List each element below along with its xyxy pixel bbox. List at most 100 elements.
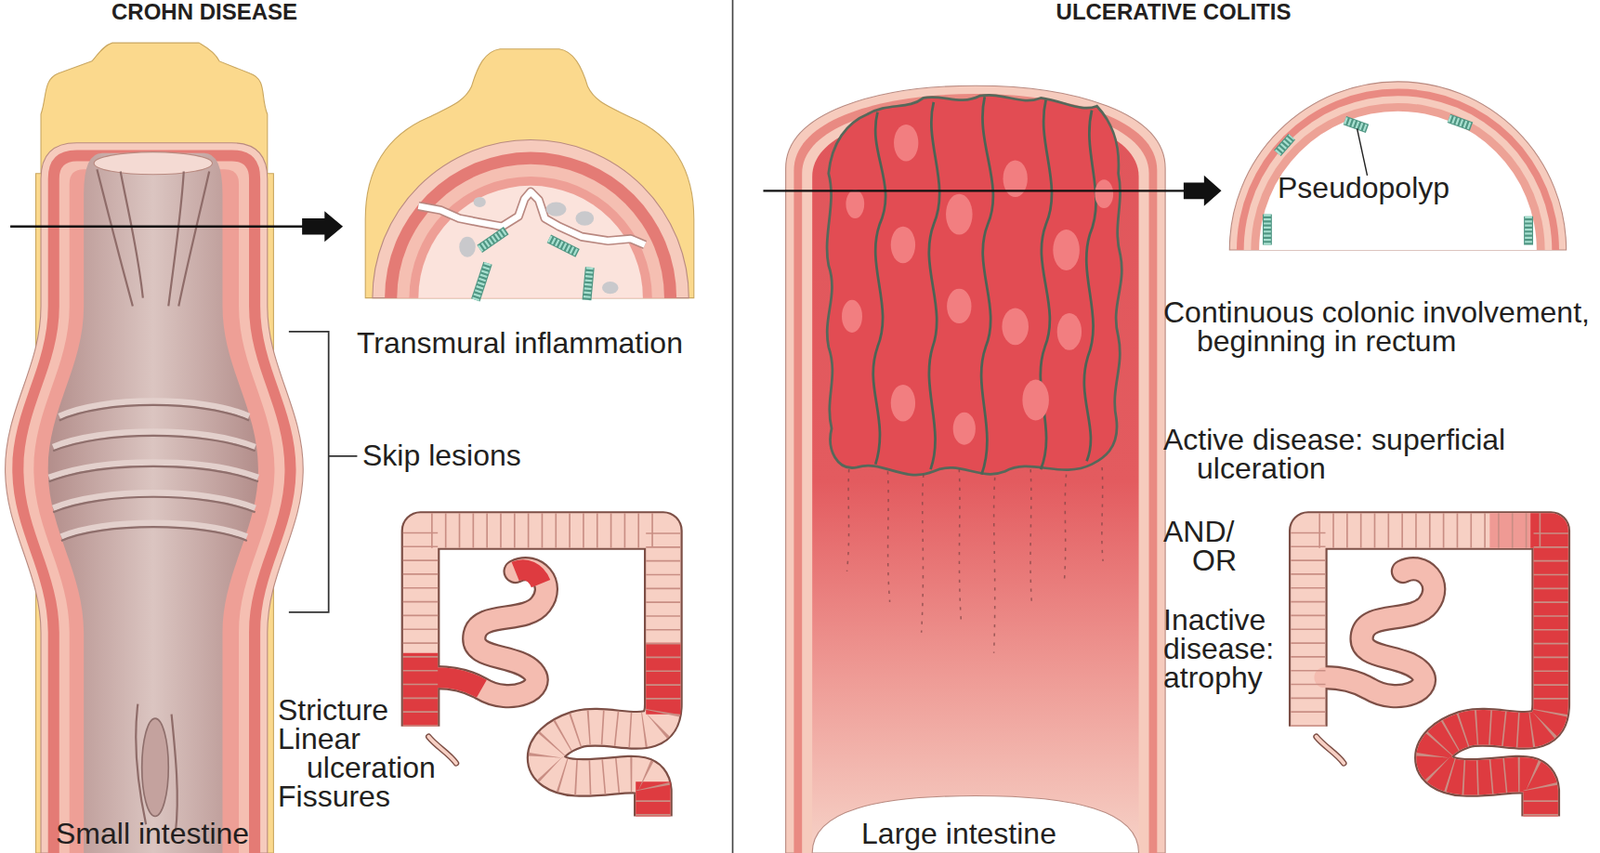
pseudopolyp: [891, 384, 916, 422]
pseudopolyp: [1094, 179, 1114, 209]
fissure-ulcer: [142, 718, 170, 816]
mucosal-fold: [52, 497, 255, 512]
panel-heading: CROHN DISEASE: [65, 0, 344, 25]
mucosal-fold: [61, 526, 248, 541]
mucosal-fold: [52, 492, 255, 508]
mucosal-streak: [958, 469, 961, 623]
muscularis-layer: [1236, 89, 1560, 250]
muscularis-layer: [12, 149, 296, 853]
feature-label: Pseudopolyp: [1277, 173, 1450, 203]
linear-ulcer: [96, 169, 132, 306]
streak-group: [847, 467, 1104, 654]
description-note: Active disease: superficial ulceration: [1163, 425, 1518, 484]
mucosal-fold: [59, 405, 250, 420]
serosa-layer: [786, 85, 1166, 853]
panel-divider: [732, 0, 735, 853]
fissure-line: [171, 714, 178, 832]
inflamed-mucosa: [826, 94, 1122, 475]
pseudopolyp-group: [841, 124, 1114, 446]
fissure: [418, 191, 645, 245]
pseudopolyp-coil: [1448, 118, 1471, 127]
description-note: Continuous colonic involvement, beginnin…: [1163, 298, 1600, 356]
feature-label: Transmural inflammation: [356, 328, 683, 358]
granuloma: [575, 210, 594, 225]
villus-coil: [549, 238, 578, 253]
panel-heading: ULCERATIVE COLITIS: [987, 0, 1360, 25]
pseudopolyp-coil: [1263, 214, 1272, 246]
ulcer-edge: [1084, 110, 1097, 462]
feature-label: Stricture: [277, 695, 389, 725]
submucosa-layer: [1244, 95, 1553, 250]
villus-coil: [479, 230, 507, 250]
pseudopolyp: [1057, 313, 1082, 351]
villus-coil: [549, 238, 578, 253]
appendix: [1316, 736, 1345, 764]
pseudopolyp-coil: [1277, 136, 1292, 154]
colon-outline: [1308, 530, 1551, 816]
pseudopolyp: [946, 288, 971, 324]
lumen-opening: [93, 152, 212, 175]
colon: [420, 530, 664, 816]
pseudopolyp-coil: [1344, 120, 1367, 130]
mucosal-streak: [1101, 467, 1103, 562]
villus-coil: [475, 262, 488, 301]
muscularis-layer: [384, 152, 677, 299]
fissure-outline: [418, 191, 645, 245]
villus-coil: [479, 230, 507, 250]
colon: [1308, 530, 1551, 816]
section-arrow: [1183, 175, 1222, 207]
serosa-layer: [5, 143, 304, 853]
fissure-line: [135, 704, 146, 826]
mucosal-fold: [61, 523, 248, 538]
villus-coil: [587, 267, 591, 301]
villus-coil: [475, 262, 488, 301]
mucosal-streak: [1030, 469, 1032, 603]
pseudopolyp-coil: [1524, 216, 1533, 246]
mucosal-fold: [59, 401, 250, 417]
mucosa-layer: [408, 176, 652, 299]
small-bowel: [1324, 568, 1434, 696]
pseudopolyp-coil: [1344, 120, 1367, 130]
granuloma: [459, 236, 476, 258]
mucosal-fold: [49, 466, 259, 482]
ulcer-edge: [873, 112, 886, 465]
pseudopolyp: [893, 124, 919, 162]
mucosal-streak: [887, 471, 890, 603]
linear-ulcer: [120, 170, 144, 298]
feature-label: Fissures: [277, 782, 391, 812]
villus-coil: [587, 267, 591, 301]
pseudopolyp: [1022, 379, 1050, 420]
feature-label: Linear ulceration: [277, 724, 479, 783]
section-line: [10, 225, 304, 228]
anatomy-caption: Large intestine: [817, 819, 1101, 849]
pseudopolyp: [1052, 229, 1080, 271]
leader-line: [1357, 128, 1368, 176]
colon-outline: [420, 530, 664, 816]
colonic-lumen: [1259, 111, 1537, 250]
ulcer-edge: [929, 102, 940, 470]
small-bowel-outline: [1324, 568, 1434, 696]
lumen-opening: [812, 796, 1139, 853]
diseased-segment: [515, 569, 541, 584]
colon-overview: [1308, 530, 1551, 816]
mucosal-streak: [921, 474, 924, 633]
serosa-layer: [1229, 81, 1566, 250]
colon-overview: [420, 530, 664, 816]
small-bowel: [436, 568, 547, 696]
muscularis-layer: [793, 93, 1157, 853]
linear-ulcer: [168, 170, 184, 306]
submucosa-layer: [396, 164, 665, 299]
appendix: [1316, 736, 1345, 764]
pseudopolyp-coil: [1523, 216, 1534, 246]
diseased-segment: [645, 642, 681, 715]
mucosal-fold: [49, 461, 259, 477]
intestinal-lumen: [48, 153, 259, 853]
pseudopolyp: [891, 226, 916, 264]
small-bowel-outline: [436, 568, 547, 696]
granuloma: [602, 281, 619, 294]
diseased-segment: [403, 653, 438, 727]
ulcer-edge: [981, 96, 994, 474]
pseudopolyp-coil: [1277, 136, 1292, 154]
haustra: [420, 530, 664, 816]
